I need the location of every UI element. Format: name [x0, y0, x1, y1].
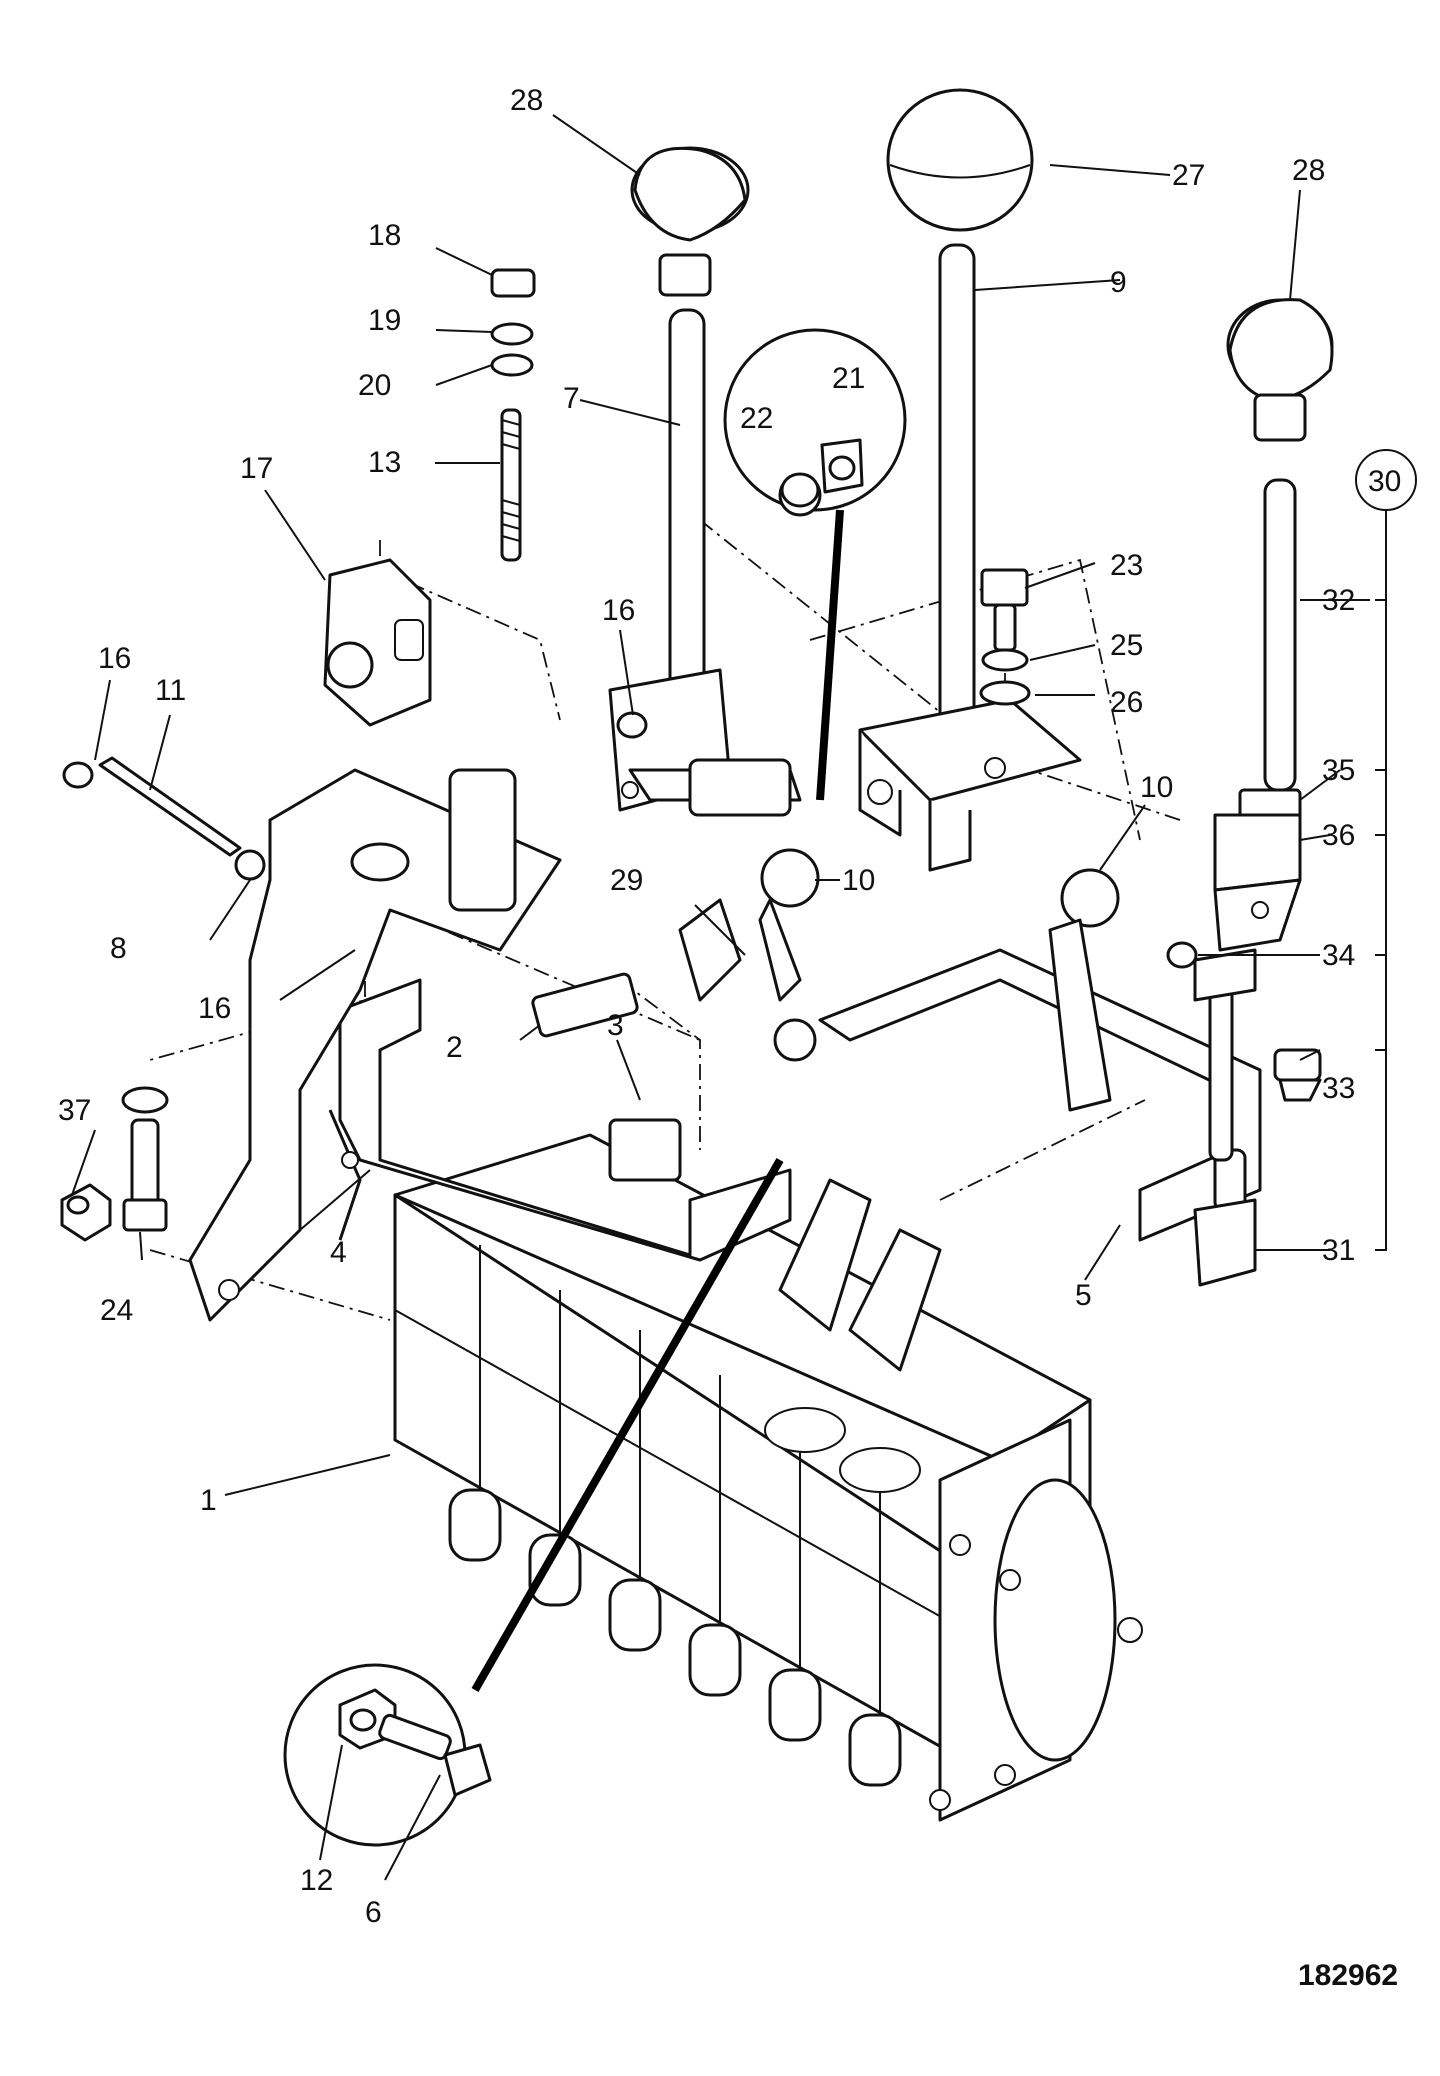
callout-36: 36 — [1322, 819, 1355, 852]
callout-19: 19 — [368, 304, 401, 337]
callout-33: 33 — [1322, 1072, 1355, 1105]
callout-6: 6 — [365, 1896, 382, 1929]
loose-fasteners — [60, 711, 1322, 1242]
callout-30: 30 — [1368, 465, 1401, 498]
callout-23: 23 — [1110, 549, 1143, 582]
lever-center — [858, 88, 1082, 872]
callout-5: 5 — [1075, 1279, 1092, 1312]
callout-11: 11 — [155, 674, 186, 707]
callout-18: 18 — [368, 219, 401, 252]
callout-37: 37 — [58, 1094, 91, 1127]
lever-left — [608, 146, 802, 817]
callout-8: 8 — [110, 932, 127, 965]
lever-right — [1193, 298, 1334, 1287]
callout-34: 34 — [1322, 939, 1355, 972]
callout-3: 3 — [607, 1009, 624, 1042]
callout-17: 17 — [240, 452, 273, 485]
linkage-frame — [328, 948, 1262, 1262]
callout-25: 25 — [1110, 629, 1143, 662]
callout-21: 21 — [832, 362, 865, 395]
callout-30-circle — [1355, 449, 1417, 511]
callout-26: 26 — [1110, 686, 1143, 719]
callout-31: 31 — [1322, 1234, 1355, 1267]
callout-16-left: 16 — [98, 642, 131, 675]
universal-joint-yoke — [323, 558, 432, 727]
valve-block — [393, 1133, 1143, 1822]
callout-1: 1 — [200, 1484, 217, 1517]
pivot-bolt — [62, 756, 266, 881]
drawing-reference-number: 182962 — [1298, 1959, 1398, 1992]
callout-2: 2 — [446, 1031, 463, 1064]
callout-4: 4 — [330, 1236, 347, 1269]
callout-29: 29 — [610, 864, 643, 897]
callout-10-right: 10 — [1140, 771, 1173, 804]
callout-32: 32 — [1322, 584, 1355, 617]
detail-circle-lower — [283, 1158, 784, 1847]
callout-16-lower: 16 — [198, 992, 231, 1025]
leader-lines — [71, 114, 1387, 1881]
callout-24: 24 — [100, 1294, 133, 1327]
callout-20: 20 — [358, 369, 391, 402]
callout-13: 13 — [368, 446, 401, 479]
stud-13-assembly — [490, 268, 536, 562]
ball-joints — [678, 848, 1120, 1112]
callout-16-upper: 16 — [602, 594, 635, 627]
callout-12: 12 — [300, 1864, 333, 1897]
callout-labels: 28 27 28 18 19 20 13 17 7 9 21 22 16 16 … — [58, 84, 1417, 1929]
callout-10-center: 10 — [842, 864, 875, 897]
callout-35: 35 — [1322, 754, 1355, 787]
callout-22: 22 — [740, 402, 773, 435]
bracket-plate — [188, 768, 562, 1322]
callout-28-right: 28 — [1292, 154, 1325, 187]
callout-9: 9 — [1110, 266, 1127, 299]
callout-28-left: 28 — [510, 84, 543, 117]
bolt-23-assembly — [979, 568, 1031, 706]
detail-circle-upper — [723, 328, 907, 801]
callout-27: 27 — [1172, 159, 1205, 192]
callout-7: 7 — [563, 382, 580, 415]
